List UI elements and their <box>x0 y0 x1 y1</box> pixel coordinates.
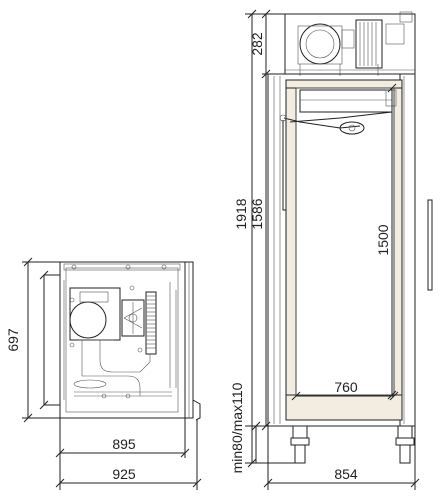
dim-925-label: 925 <box>112 466 136 482</box>
dim-1586: 1586 <box>249 74 271 431</box>
leg-icon <box>290 425 310 464</box>
plan-view <box>59 261 201 421</box>
dim-1500: 1500 <box>375 83 397 400</box>
dim-854-label: 854 <box>334 466 358 482</box>
side-view <box>267 11 433 464</box>
insulation-left <box>285 79 297 421</box>
door-handle-icon <box>192 399 201 421</box>
insulation-right <box>393 79 403 421</box>
dim-282-label: 282 <box>249 32 265 56</box>
condenser-icon <box>145 291 157 355</box>
top-unit <box>284 11 416 76</box>
door-handle-icon <box>427 199 433 291</box>
dim-282: 282 <box>249 9 285 79</box>
leg-icon <box>395 425 415 464</box>
dim-895: 895 <box>55 418 198 490</box>
insulation-top <box>285 79 403 89</box>
dim-1918: 1918 <box>233 9 295 468</box>
dim-925: 925 <box>55 466 202 488</box>
dim-760-label: 760 <box>334 379 358 395</box>
dim-760: 760 <box>291 379 399 401</box>
compressor-icon <box>69 287 121 341</box>
plan-inner-outline <box>65 267 179 413</box>
dim-895-label: 895 <box>112 436 136 452</box>
dim-legs-label: min80/max110 <box>229 382 245 473</box>
dim-legs: min80/max110 <box>229 382 266 473</box>
evaporator-icon <box>283 89 397 135</box>
dim-1500-label: 1500 <box>375 224 391 255</box>
dim-697: 697 <box>5 257 60 423</box>
condenser-icon <box>355 19 383 69</box>
compressor-icon <box>297 23 343 65</box>
dim-1918-label: 1918 <box>233 198 249 229</box>
dim-854: 854 <box>263 426 420 490</box>
dim-697-label: 697 <box>5 328 21 352</box>
dim-1586-label: 1586 <box>249 198 265 229</box>
fan-icon <box>121 299 145 337</box>
insulation-bottom <box>285 394 403 421</box>
